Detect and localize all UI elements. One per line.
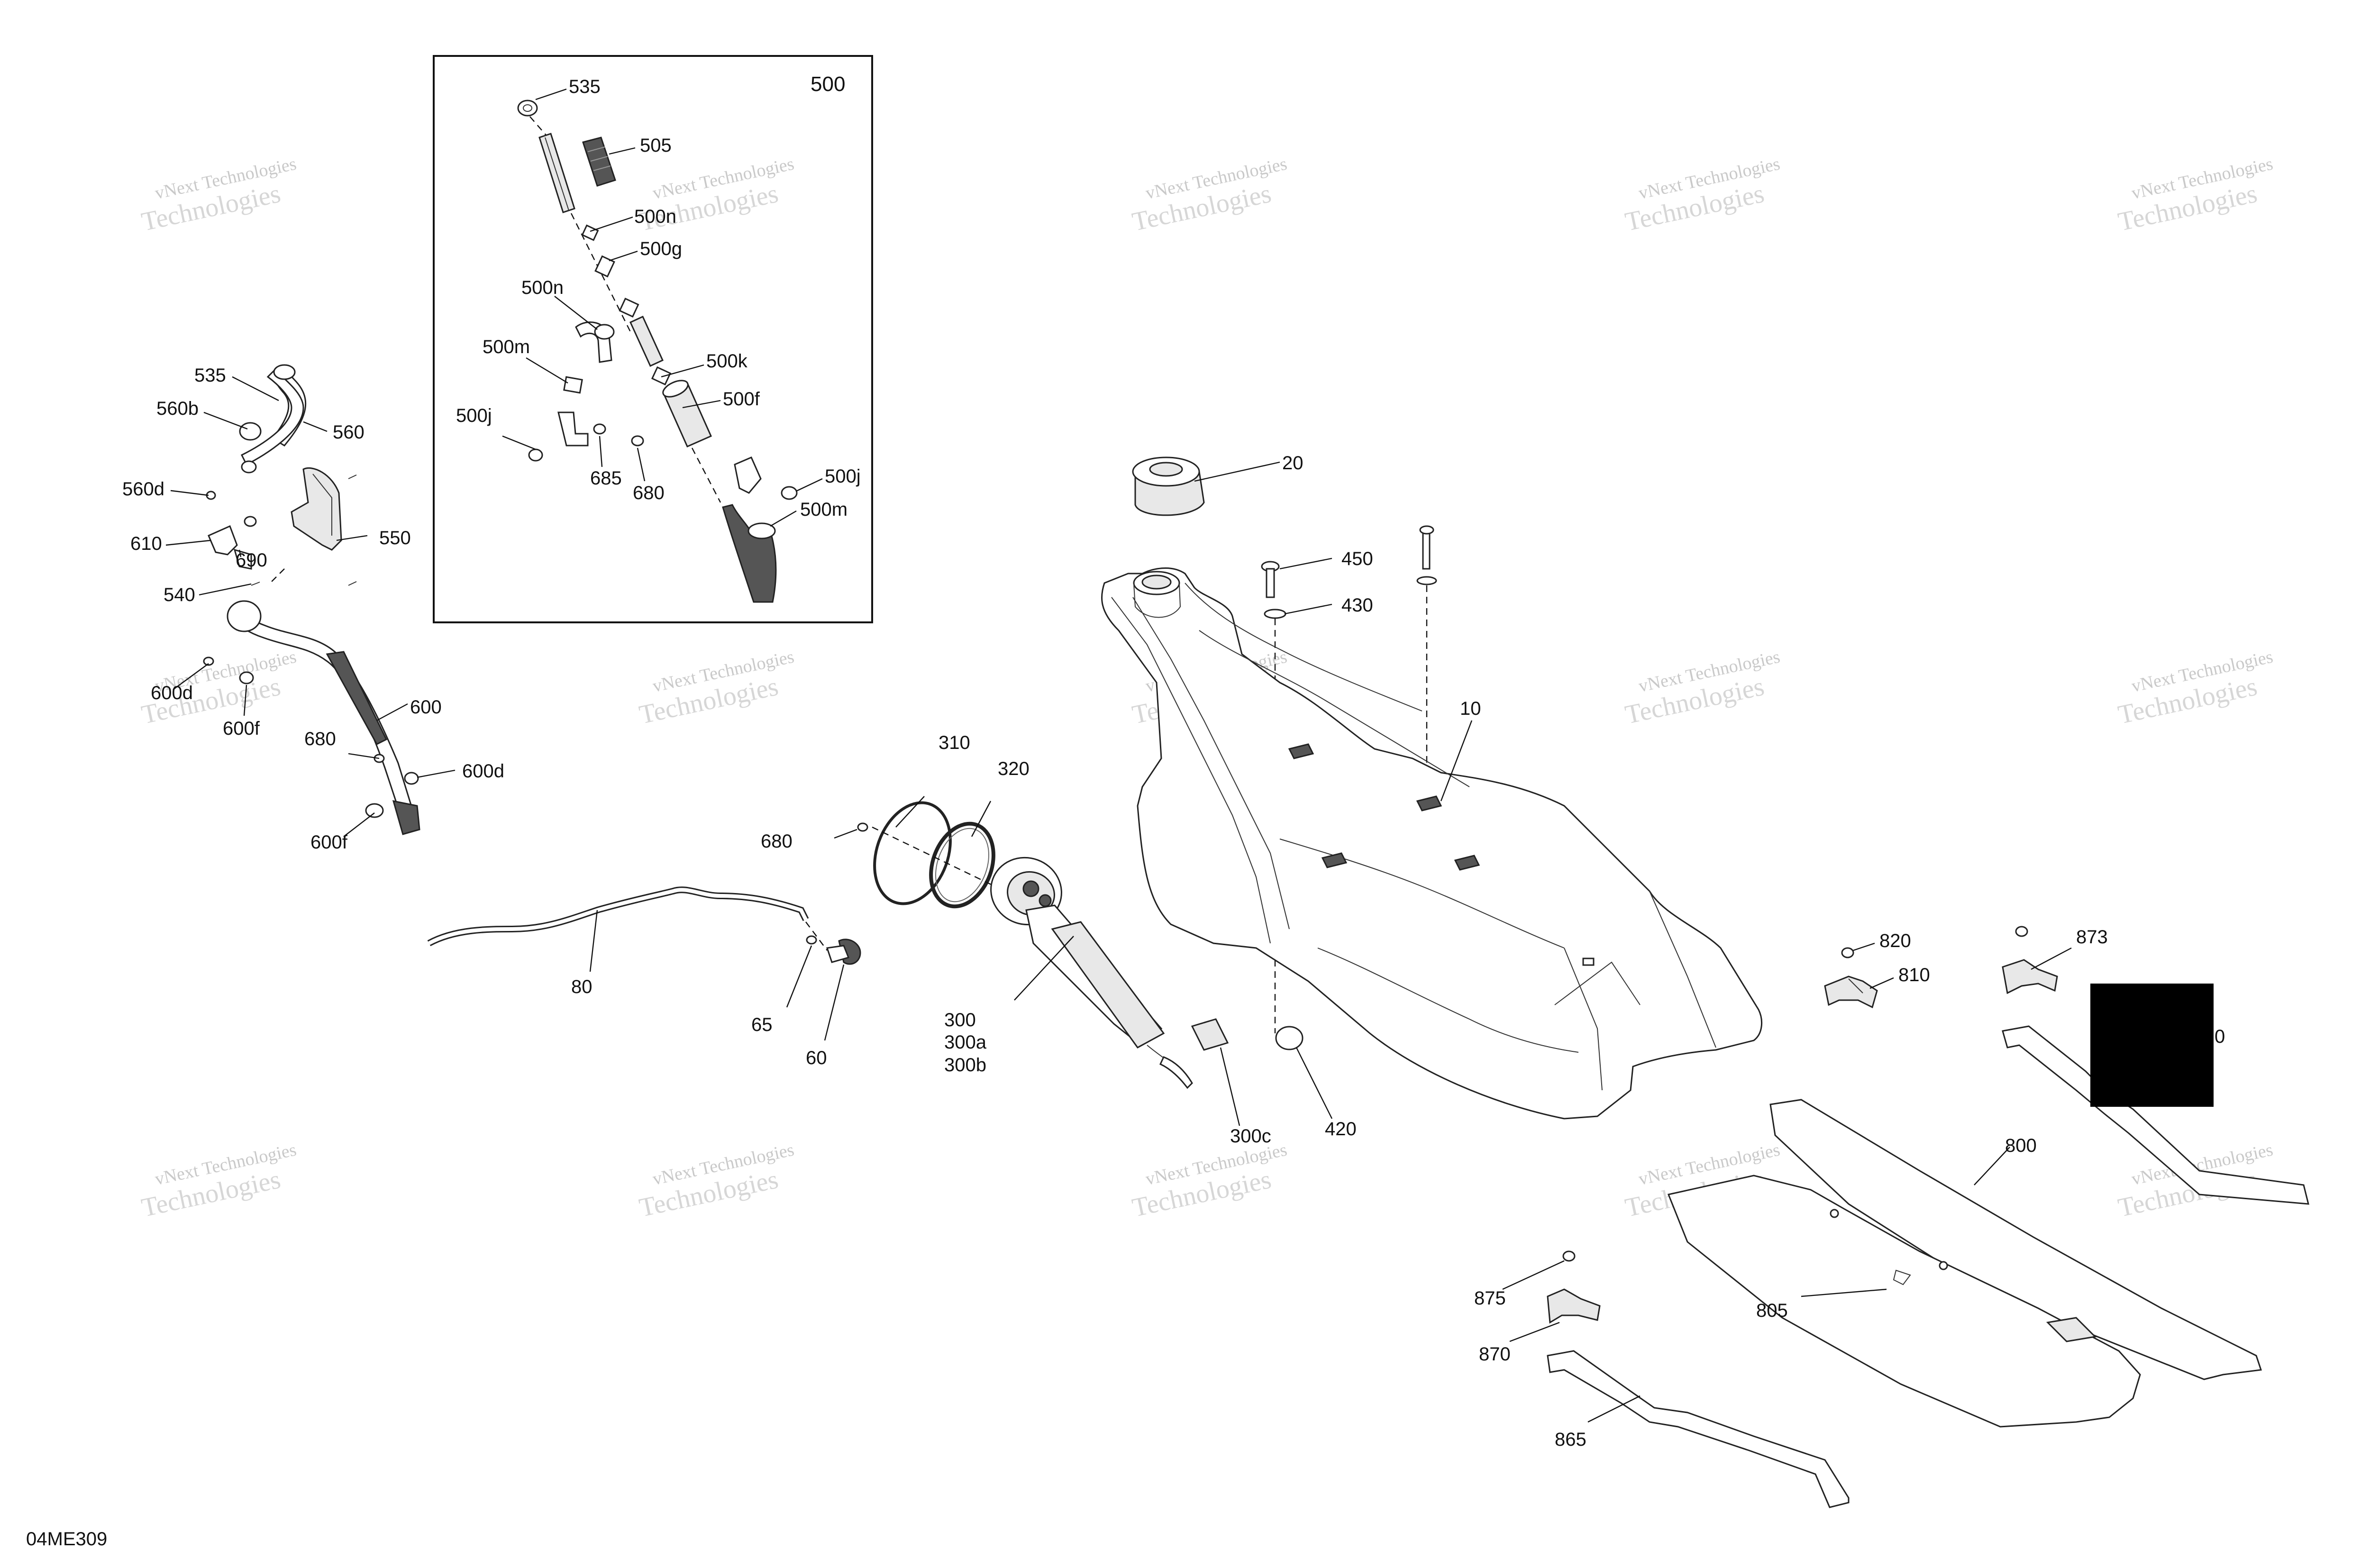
callout-label: 680: [761, 831, 793, 852]
lock-ring: [873, 801, 952, 905]
callout-label: 20: [1282, 453, 1304, 474]
callout-label: 600: [410, 697, 442, 718]
callout-860-partial: 0: [2215, 1026, 2225, 1047]
callout-label: 310: [939, 732, 970, 753]
callout-label: 430: [1341, 595, 1373, 616]
elbow-hose: [575, 321, 615, 363]
fuel-line: [427, 886, 861, 965]
watermark: vNext Technologies Technologies: [637, 1140, 796, 1223]
o-ring-gasket: [929, 821, 995, 909]
callout-label: 550: [379, 528, 411, 548]
inset-label: 500m: [483, 337, 530, 357]
callout-label: 420: [1325, 1119, 1357, 1140]
clamp-part: [517, 100, 538, 117]
inset-frame: [433, 55, 873, 623]
clip-bracket-870: [1547, 1288, 1601, 1324]
elbow-fitting: [557, 411, 589, 447]
callout-label: 680: [304, 729, 336, 749]
callout-label: 560: [333, 422, 365, 443]
inset-tube: [538, 133, 575, 213]
watermark: vNext Technologies Technologies: [2115, 154, 2275, 237]
bracket-550: [291, 467, 342, 551]
heat-shield-800: [1769, 1099, 2262, 1380]
callout-label: 600d: [462, 761, 504, 782]
inset-label: 505: [640, 135, 672, 156]
inset-title: 500: [811, 73, 845, 96]
corrugated-hose: [722, 504, 777, 603]
inset-label: 500j: [456, 405, 492, 426]
callout-label: 560d: [122, 479, 164, 500]
inset-label: 500n: [521, 277, 564, 298]
callout-label: 300a: [944, 1032, 987, 1053]
watermark: vNext Technologies Technologies: [1623, 154, 1782, 237]
inset-label: 500m: [800, 499, 848, 520]
callout-label: 535: [194, 365, 226, 386]
callout-label: 805: [1756, 1300, 1788, 1321]
fuel-tank: [1101, 567, 1763, 1120]
leaders-left: [165, 376, 456, 837]
callout-label: 810: [1898, 965, 1930, 985]
inset-label: 535: [569, 76, 601, 97]
inset-label: 500g: [640, 238, 682, 259]
callout-label: 80: [571, 976, 592, 997]
inset-small-hose: [629, 316, 664, 367]
heat-shield-805: [1667, 1175, 2141, 1428]
breather-hose-assembly: [203, 364, 420, 835]
strap-865: [1547, 1350, 1850, 1508]
inset-label: 500k: [706, 351, 748, 372]
callout-label: 820: [1879, 930, 1911, 951]
callout-label: 600f: [310, 832, 348, 853]
callout-label: 865: [1555, 1429, 1586, 1450]
diagram-code: 04ME309: [26, 1529, 107, 1550]
clip-bracket-810: [1824, 975, 1878, 1009]
inset-label: 685: [590, 468, 622, 489]
callout-label: 600d: [151, 683, 193, 703]
callout-label: 540: [164, 584, 195, 605]
watermark: vNext Technologies Technologies: [1623, 647, 1782, 730]
callout-label: 300c: [1230, 1126, 1271, 1147]
callout-label: 690: [236, 550, 267, 571]
callout-label: 60: [806, 1048, 827, 1068]
callout-label: 450: [1341, 548, 1373, 569]
callout-label: 300: [944, 1010, 976, 1030]
callout-labels: 535 560b 560 560d 550 610 690 540 600d 6…: [122, 365, 2108, 1450]
callout-label: 870: [1479, 1344, 1511, 1365]
fastener-450: [1261, 561, 1280, 598]
inset-label: 680: [633, 483, 665, 503]
inset-label: 500n: [634, 206, 676, 227]
redaction-box: [2090, 984, 2214, 1107]
callout-label: 800: [2005, 1135, 2037, 1156]
watermark: vNext Technologies Technologies: [139, 154, 298, 237]
callout-label: 560b: [156, 398, 199, 419]
fuel-cap: [1132, 456, 1205, 516]
inset-label: 500j: [825, 466, 861, 487]
callout-label: 65: [751, 1014, 773, 1035]
callout-label: 873: [2076, 927, 2108, 948]
callout-label: 875: [1474, 1288, 1506, 1309]
callout-label: 600f: [223, 718, 260, 739]
tee-fitting: [734, 456, 762, 494]
clip-bracket-873: [2002, 959, 2058, 994]
watermark: vNext Technologies Technologies: [2115, 647, 2275, 730]
inset-500: 500: [433, 55, 873, 623]
watermark: vNext Technologies Technologies: [1130, 1140, 1289, 1223]
watermark: vNext Technologies Technologies: [139, 1140, 298, 1223]
fuel-filter: [662, 380, 712, 447]
callout-label: 320: [998, 758, 1030, 779]
callout-label: 610: [130, 533, 162, 554]
watermark: vNext Technologies Technologies: [1130, 154, 1289, 237]
fuel-pump-module: [990, 857, 1229, 1089]
inset-label: 500f: [723, 389, 760, 410]
callout-label: 10: [1460, 698, 1481, 719]
callout-label: 300b: [944, 1055, 986, 1076]
watermark: vNext Technologies Technologies: [637, 647, 796, 730]
protective-sleeve: [582, 137, 616, 187]
